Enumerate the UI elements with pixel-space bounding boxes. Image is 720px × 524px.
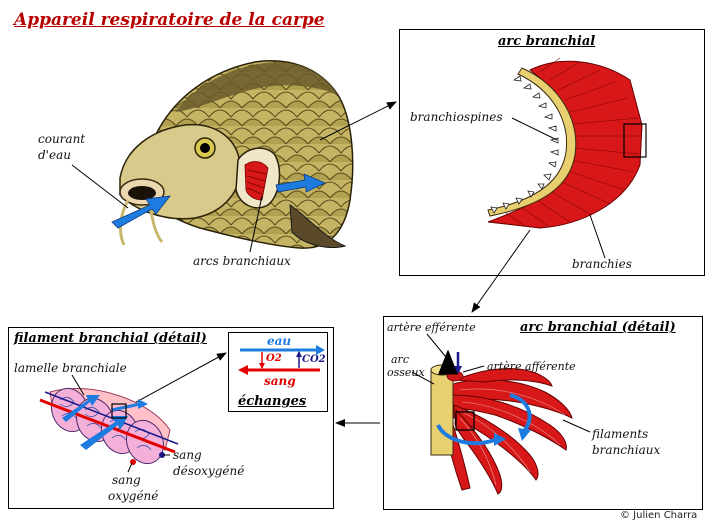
label-arc-osseux-2: osseux: [387, 366, 425, 379]
label-artere-afferente: artère afférente: [487, 360, 576, 373]
label-branchiospines: branchiospines: [410, 110, 503, 124]
label-sang-desoxygene-1: sang: [173, 448, 202, 462]
header-filament-detail: filament branchial (détail): [14, 331, 207, 346]
legend-sang: sang: [264, 374, 296, 388]
label-sang-oxygene-2: oxygéné: [108, 489, 159, 503]
label-filaments-2: branchiaux: [592, 443, 661, 457]
label-filaments-1: filaments: [592, 427, 649, 441]
label-courant-eau-2: d'eau: [38, 148, 71, 162]
page-title: Appareil respiratoire de la carpe: [14, 10, 325, 30]
label-sang-desoxygene-2: désoxygéné: [173, 464, 245, 478]
credit: © Julien Charra: [620, 510, 698, 521]
header-arc-branchial: arc branchial: [498, 34, 596, 49]
carp-head-illustration: [111, 60, 354, 249]
exchanges-legend-arrows: [238, 345, 325, 375]
legend-eau: eau: [267, 334, 292, 348]
legend-o2: O2: [266, 353, 282, 364]
label-courant-eau-1: courant: [38, 132, 86, 146]
label-arcs-branchiaux: arcs branchiaux: [193, 254, 291, 268]
label-arc-osseux-1: arc: [391, 353, 409, 366]
arch-detail-illustration: [430, 349, 573, 495]
label-sang-oxygene-1: sang: [112, 473, 141, 487]
label-lamelle-branchiale: lamelle branchiale: [14, 361, 127, 375]
filament-detail-illustration: [39, 387, 179, 465]
label-artere-efferente: artère efférente: [387, 321, 476, 334]
gill-arch-illustration: [487, 57, 647, 229]
label-branchies: branchies: [572, 257, 632, 271]
legend-co2: CO2: [302, 354, 326, 365]
legend-echanges: échanges: [238, 394, 307, 409]
header-arc-detail: arc branchial (détail): [520, 320, 676, 335]
